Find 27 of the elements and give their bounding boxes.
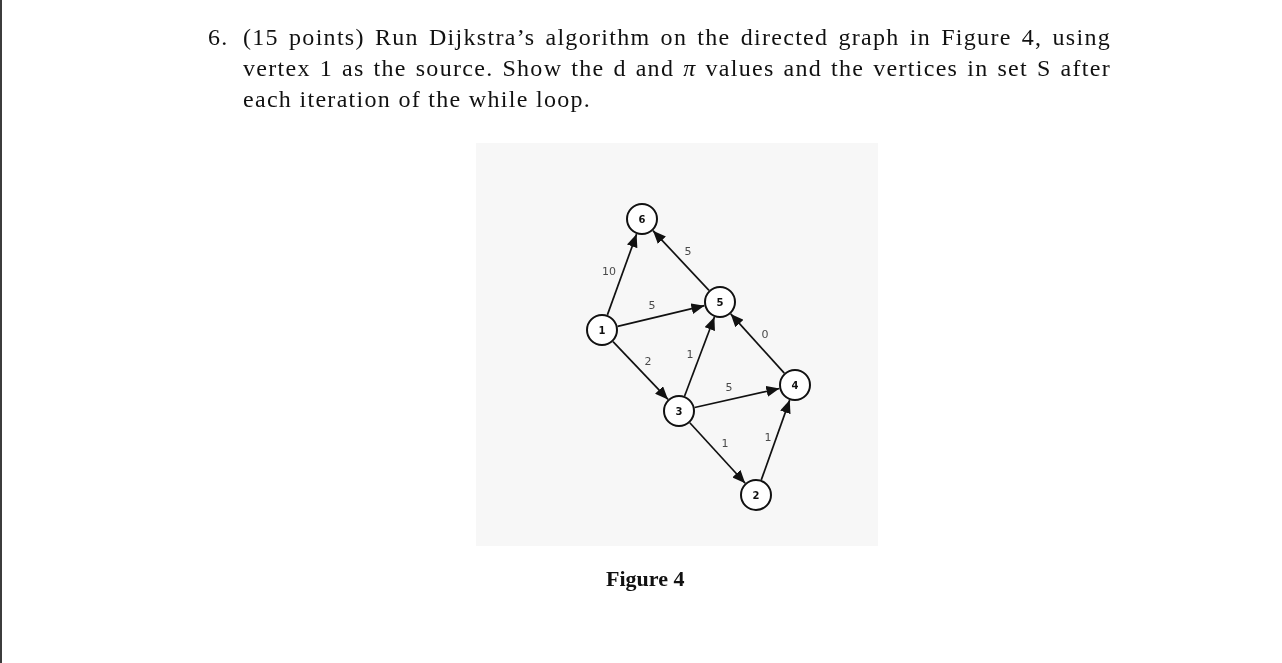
edge-label: 10 — [601, 264, 617, 278]
edge-label: 5 — [683, 244, 693, 258]
edge-label: 1 — [685, 347, 695, 361]
vertex-circle: 6 — [626, 203, 658, 235]
vertex-circle: 1 — [586, 314, 618, 346]
vertex-circle: 3 — [663, 395, 695, 427]
edge-label: 0 — [760, 327, 770, 341]
vertex-circle: 2 — [740, 479, 772, 511]
arrow — [693, 386, 781, 409]
edge-label: 1 — [763, 430, 773, 444]
arrow — [729, 313, 786, 374]
vertex-circle: 5 — [704, 286, 736, 318]
question-text: (15 points) Run Dijkstra’s algorithm on the directed graph in Figure 4, using vertex 1 as the source. Show the d and π values and the vertices in set S after each iteration of the while loop. — [243, 23, 1111, 114]
arrow — [652, 229, 710, 292]
arrow — [612, 340, 669, 401]
edge-label: 1 — [720, 436, 730, 450]
edge-label: 5 — [647, 298, 657, 312]
arrow — [688, 421, 747, 485]
edge-label: 5 — [724, 380, 734, 394]
arrow — [760, 399, 791, 481]
vertex-circle: 4 — [779, 369, 811, 401]
arrow — [683, 316, 716, 397]
arrow — [606, 233, 638, 316]
arrow — [616, 303, 706, 328]
edge-label: 2 — [643, 354, 653, 368]
question-number: 6. — [208, 23, 230, 52]
figure-caption: Figure 4 — [606, 565, 685, 593]
